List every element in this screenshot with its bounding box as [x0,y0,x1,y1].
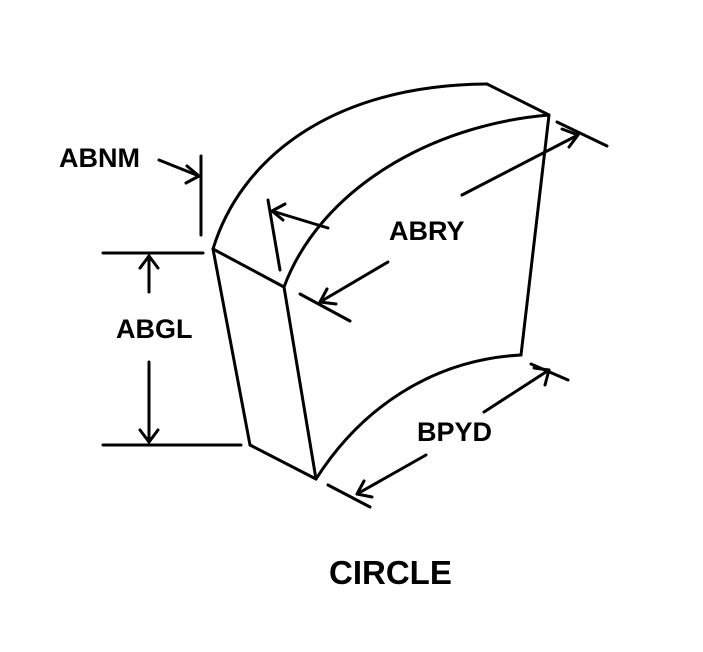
abry-upper-arrow-line [460,133,580,197]
abry-dimension [298,120,609,323]
abry-upper-arrowhead [560,127,580,149]
abnm-dimension [157,154,330,272]
abgl-label: ABGL [116,314,193,344]
bottom-arc [314,353,523,481]
abry-upper-extension [555,120,609,148]
abry-lower-arrow-line [318,260,390,304]
segment-outline [211,82,551,481]
abnm-leader-line [157,158,201,178]
inner-arc [282,113,551,289]
bpyd-lower-arrowhead [355,479,374,499]
abgl-upper-arrowhead [138,254,160,270]
abnm-arrowhead [184,164,201,185]
bottom-left-edge [248,443,318,481]
bpyd-dimension [326,362,570,509]
back-right-edge [519,113,551,357]
bpyd-lower-extension [326,483,372,509]
top-back-edge [485,82,551,117]
abgl-dimension [101,251,243,447]
bpyd-upper-arrowhead [532,366,551,387]
bpyd-label: BPYD [417,417,492,447]
diagram-title: CIRCLE [329,554,452,591]
abry-label: ABRY [389,216,465,246]
outer-arc [211,82,489,251]
abry-lower-arrowhead [318,287,338,306]
abnm-label: ABNM [59,143,140,173]
abnm-inner-arrowhead [270,202,287,222]
top-left-edge [211,247,286,289]
front-center-edge [282,285,318,481]
bpyd-lower-arrow-line [355,453,428,496]
front-left-edge [211,247,252,447]
abnm-inner-leader [270,209,330,230]
abnm-slanted-tick [266,198,282,272]
abry-lower-extension [298,292,352,323]
bpyd-upper-arrow-line [482,368,551,414]
abgl-lower-arrowhead [138,428,160,444]
